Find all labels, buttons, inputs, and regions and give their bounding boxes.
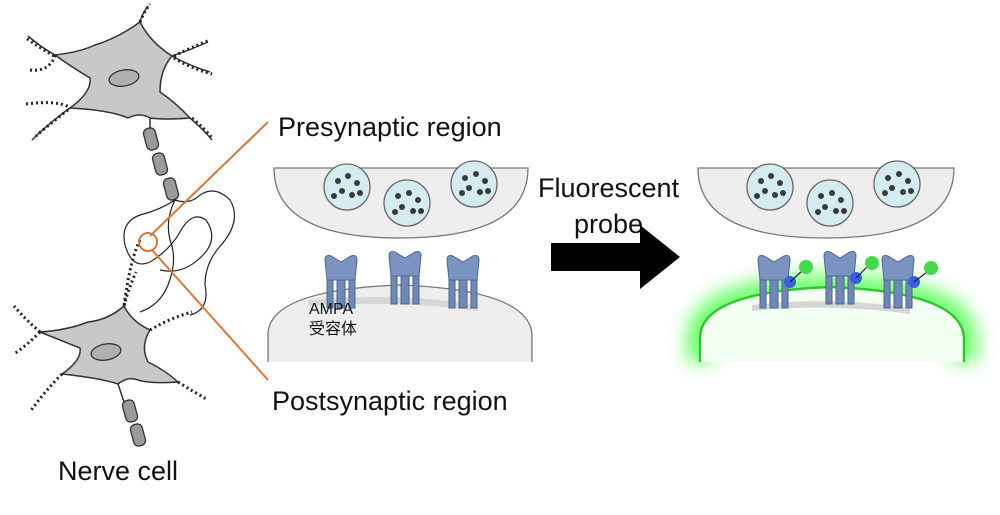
fluorescent-probe-icon bbox=[784, 260, 813, 288]
vesicle-icon bbox=[323, 163, 371, 211]
ampa-receptor-label-line2: 受容体 bbox=[309, 321, 358, 338]
ampa-receptor-icon bbox=[388, 251, 422, 305]
fluorescent-probe-label-line2: probe bbox=[574, 209, 644, 239]
nerve-cell-illustration bbox=[12, 3, 236, 447]
synapse-after bbox=[687, 160, 977, 362]
postsynaptic-terminal bbox=[267, 284, 533, 362]
fluorescent-probe-icon bbox=[908, 261, 938, 288]
ampa-receptor-label: AMPA 受容体 bbox=[309, 300, 357, 340]
synapse-before bbox=[267, 160, 533, 362]
vesicle-icon bbox=[383, 179, 431, 227]
vesicle-icon bbox=[450, 160, 498, 208]
postsynaptic-leader-line bbox=[151, 249, 269, 381]
ampa-receptor-icon bbox=[446, 255, 480, 309]
postsynaptic-label: Postsynaptic region bbox=[272, 386, 508, 416]
synapse-highlight-circle bbox=[138, 232, 158, 252]
fluorescent-probe-icon bbox=[850, 256, 879, 284]
fluorescent-probe-label: Fluorescent probe bbox=[538, 170, 679, 242]
arrow-right-icon bbox=[551, 225, 680, 289]
vesicle-icon bbox=[873, 160, 921, 208]
presynaptic-leader-line bbox=[149, 121, 269, 237]
nerve-cell-label: Nerve cell bbox=[58, 456, 179, 486]
presynaptic-label: Presynaptic region bbox=[278, 112, 502, 142]
ampa-receptor-label-line1: AMPA bbox=[309, 301, 354, 318]
lower-neuron-icon bbox=[12, 239, 209, 447]
fluorescent-probe-label-line1: Fluorescent bbox=[538, 173, 680, 203]
vesicle-icon bbox=[806, 179, 854, 227]
upper-neuron-icon bbox=[25, 3, 236, 316]
vesicle-icon bbox=[746, 163, 794, 211]
